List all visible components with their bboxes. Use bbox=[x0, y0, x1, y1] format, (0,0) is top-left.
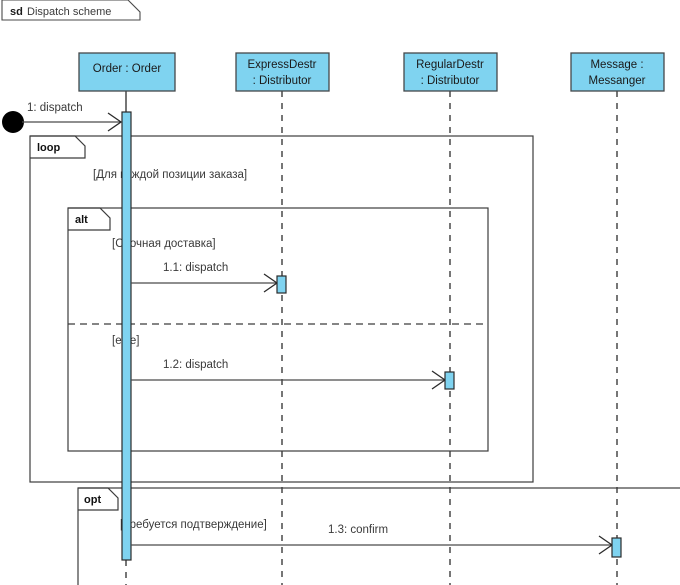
fragment-alt: alt [Срочная доставка] [else] bbox=[67, 207, 489, 452]
message-1-1-dispatch[interactable]: 1.1: dispatch bbox=[131, 262, 287, 294]
diagram-kind-label: sd bbox=[10, 6, 23, 18]
lifeline-box-messenger[interactable] bbox=[570, 52, 665, 92]
fragment-opt: opt [Требуется подтверждение] bbox=[77, 487, 680, 585]
diagram-title: Dispatch scheme bbox=[27, 6, 111, 18]
lifeline-box-regular[interactable] bbox=[403, 52, 498, 92]
fragment-opt-tab bbox=[78, 487, 119, 511]
fragment-opt-guard: [Требуется подтверждение] bbox=[120, 519, 267, 531]
diagram-frame-label: sd Dispatch scheme bbox=[1, 0, 141, 21]
fragment-alt-frame bbox=[67, 207, 489, 452]
lifeline-label-express-2: : Distributor bbox=[253, 75, 312, 87]
message-1-label: 1: dispatch bbox=[27, 102, 83, 114]
fragment-loop-tab bbox=[30, 135, 86, 159]
activation-bar-messenger[interactable] bbox=[611, 537, 622, 558]
message-1-2-dispatch[interactable]: 1.2: dispatch bbox=[131, 359, 455, 390]
lifeline-lines bbox=[125, 91, 618, 585]
lifeline-label-order: Order : Order bbox=[93, 63, 162, 75]
message-1-1-label: 1.1: dispatch bbox=[163, 262, 228, 274]
message-1-3-label: 1.3: confirm bbox=[328, 524, 388, 536]
fragment-opt-kind: opt bbox=[84, 494, 101, 506]
found-message-start-node[interactable] bbox=[2, 111, 24, 133]
fragment-alt-kind: alt bbox=[75, 214, 88, 226]
message-1-dispatch[interactable]: 1: dispatch bbox=[2, 102, 123, 133]
message-1-arrowhead bbox=[107, 112, 123, 132]
fragment-loop-guard: [Для каждой позиции заказа] bbox=[93, 169, 247, 181]
lifeline-box-order[interactable] bbox=[78, 52, 176, 92]
fragment-loop-kind: loop bbox=[37, 142, 60, 154]
lifeline-label-regular-2: : Distributor bbox=[421, 75, 480, 87]
fragment-loop-frame bbox=[29, 135, 534, 483]
message-1-3-confirm[interactable]: 1.3: confirm bbox=[131, 524, 622, 558]
fragment-opt-frame bbox=[77, 487, 680, 585]
lifeline-label-messenger-1: Message : bbox=[590, 59, 643, 71]
lifeline-label-regular-1: RegularDestr bbox=[416, 59, 484, 71]
fragment-alt-guard-1: [Срочная доставка] bbox=[112, 238, 216, 250]
lifeline-header-messenger[interactable]: Message : Messanger bbox=[570, 52, 665, 92]
lifeline-header-regular[interactable]: RegularDestr : Distributor bbox=[403, 52, 498, 92]
lifeline-header-express[interactable]: ExpressDestr : Distributor bbox=[235, 52, 330, 92]
fragment-alt-tab bbox=[68, 207, 111, 231]
activation-bar-express[interactable] bbox=[276, 275, 287, 294]
lifeline-box-express[interactable] bbox=[235, 52, 330, 92]
lifeline-label-express-1: ExpressDestr bbox=[247, 59, 316, 71]
lifeline-label-messenger-2: Messanger bbox=[589, 75, 646, 87]
lifeline-header-order[interactable]: Order : Order bbox=[78, 52, 176, 92]
activation-bar-order[interactable] bbox=[121, 111, 132, 561]
message-1-2-label: 1.2: dispatch bbox=[163, 359, 228, 371]
activation-bar-regular[interactable] bbox=[444, 371, 455, 390]
